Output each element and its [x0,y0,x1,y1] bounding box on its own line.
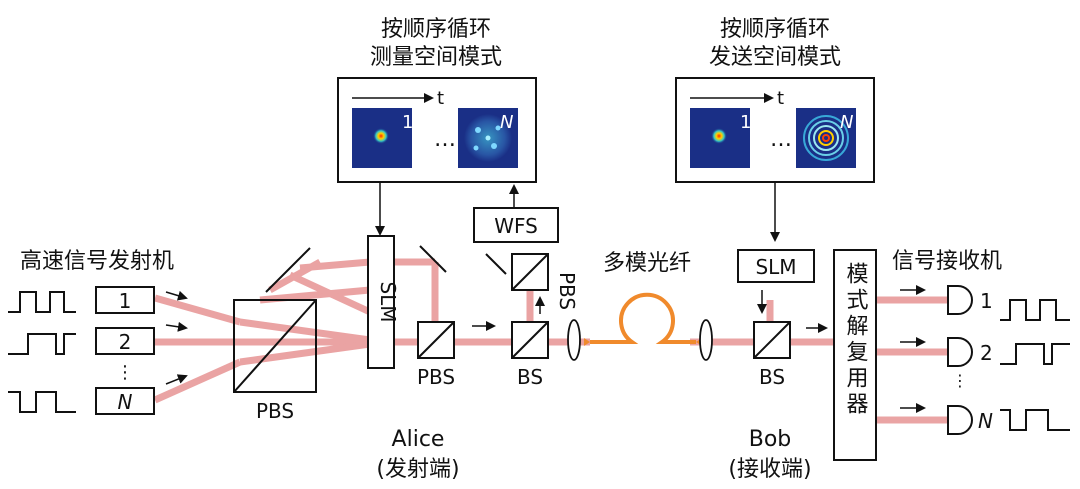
slm-bob-label: SLM [755,255,796,279]
send-title-line1: 按顺序循环 [720,17,830,42]
transmitter-label: 高速信号发射机 [20,249,174,274]
pbs-large: PBS [233,247,317,423]
received-waveform-2 [1000,343,1070,365]
bob-role: (接收端) [728,457,811,482]
time-label: t [437,88,444,109]
transmitter-2-label: 2 [119,330,132,354]
transmitter-group: 高速信号发射机 1 2 ⋮ N [8,249,188,415]
send-mode-image-last-rings [796,108,856,168]
send-mode-index-last: N [840,112,853,133]
multimode-fiber: 多模光纤 [584,251,702,346]
alice-role: (发射端) [376,457,459,482]
transmitter-n [95,387,155,415]
mode-index-first: 1 [402,112,413,133]
pbs-small-label: PBS [417,365,455,389]
send-title-line2: 发送空间模式 [709,45,841,70]
detector-1 [947,285,973,315]
receiver-label: 信号接收机 [892,249,1002,274]
bob-name: Bob [749,427,792,452]
alice-name: Alice [392,427,445,452]
signal-waveform-n [8,391,76,413]
pbs-wfs-path: PBS WFS [473,207,579,310]
mirror-wfs [485,253,507,275]
send-modes-box: 按顺序循环 发送空间模式 t 1 … N [675,17,875,183]
slm-alice-label: SLM [376,281,400,322]
detector-n [947,405,973,435]
transmitter-n-label: N [118,390,133,414]
pbs-vertical-label: PBS [555,272,579,310]
receiver-vdots: ⋮ [952,371,968,390]
receiver-n-label: N [978,409,993,433]
detector-2 [947,337,973,367]
receiver-group: 信号接收机 1 2 ⋮ N [892,249,1070,435]
receiver-2-label: 2 [980,341,993,365]
send-mode-index-first: 1 [740,112,751,133]
measure-modes-box: 按顺序循环 测量空间模式 t 1 … N [337,17,537,183]
signal-waveform-1 [8,291,76,313]
received-waveform-n [1000,409,1070,431]
transmitter-vdots: ⋮ [116,362,134,383]
laser-beams [153,258,948,424]
mirror-upper-left [265,247,311,293]
slm-bob: SLM [737,249,815,283]
mirror-after-slm [419,245,447,273]
send-mode-ellipsis: … [770,127,792,152]
measure-title-line2: 测量空间模式 [370,45,502,70]
transmitter-1-label: 1 [119,289,132,313]
pbs-large-label: PBS [256,399,294,423]
slm-alice: SLM [367,235,400,369]
time-label-right: t [777,88,784,109]
measure-title-line1: 按顺序循环 [381,17,491,42]
mode-index-last: N [500,112,513,133]
signal-waveform-2 [8,333,76,355]
wfs-box [473,207,559,243]
transmitter-2 [95,327,155,355]
bs-alice-label: BS [517,365,543,389]
mode-demultiplexer: 模式解复用器 [833,249,877,461]
bs-bob: BS [753,321,791,389]
transmitter-1 [95,286,155,314]
receiver-1-label: 1 [980,289,993,313]
demux-label: 模式解复用器 [843,262,869,418]
pbs-small-alice: PBS [417,321,455,389]
mode-ellipsis: … [434,127,456,152]
wfs-label: WFS [494,214,538,238]
lens-alice [567,319,581,361]
bs-bob-label: BS [759,365,785,389]
bs-alice: BS [511,321,549,389]
fiber-label: 多模光纤 [603,251,691,276]
received-waveform-1 [1000,299,1070,321]
lens-bob [699,319,713,361]
